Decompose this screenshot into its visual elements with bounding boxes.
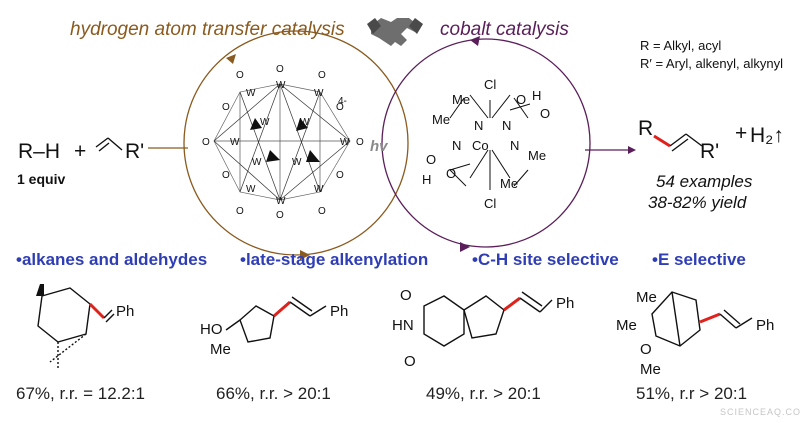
yield-range: 38-82% yield xyxy=(648,193,747,212)
feature-alkanes-aldehydes: •alkanes and aldehydes xyxy=(16,250,208,269)
hat-catalysis-title: hydrogen atom transfer catalysis xyxy=(70,19,345,40)
svg-text:O: O xyxy=(336,102,344,113)
r-prime-definition: R′ = Aryl, alkenyl, alkynyl xyxy=(640,56,783,71)
example-2-me: Me xyxy=(210,341,231,358)
svg-text:O: O xyxy=(356,137,364,148)
example-4-ph: Ph xyxy=(756,317,774,334)
example-1-ph: Ph xyxy=(116,303,134,320)
svg-text:O: O xyxy=(318,206,326,217)
cobalt-cycle-arrow-bottom xyxy=(460,242,470,252)
example-3-o-bottom: O xyxy=(404,353,416,370)
substrate-rh: R–H xyxy=(18,140,61,163)
svg-text:Me: Me xyxy=(500,176,518,191)
svg-text:W: W xyxy=(340,137,350,148)
example-4-me-bottom: Me xyxy=(640,361,661,378)
r-definition: R = Alkyl, acyl xyxy=(640,38,722,53)
svg-text:O: O xyxy=(336,170,344,181)
feature-site-selective: •C-H site selective xyxy=(472,250,619,269)
alkene-r-prime: R' xyxy=(125,140,145,163)
svg-text:W: W xyxy=(314,88,324,99)
svg-text:N: N xyxy=(502,118,511,133)
svg-text:W: W xyxy=(246,184,256,195)
handshake-icon xyxy=(367,18,423,46)
svg-text:W: W xyxy=(230,137,240,148)
svg-text:O: O xyxy=(202,137,210,148)
svg-text:O: O xyxy=(222,170,230,181)
svg-text:O: O xyxy=(426,152,436,167)
watermark: SCIENCEAQ.COM xyxy=(720,407,800,417)
example-4-me-top: Me xyxy=(636,289,657,306)
example-4-me-mid: Me xyxy=(616,317,637,334)
svg-text:O: O xyxy=(276,210,284,221)
example-2-label: 66%, r.r. > 20:1 xyxy=(216,384,331,403)
example-4-o: O xyxy=(640,341,652,358)
svg-text:W: W xyxy=(276,196,286,207)
oxygen-labels: O O O O O O O O O O O O xyxy=(202,64,364,221)
cobaloxime-structure xyxy=(449,94,531,190)
svg-text:W: W xyxy=(314,184,324,195)
example-3-ph: Ph xyxy=(556,295,574,312)
example-2-ph: Ph xyxy=(330,303,348,320)
svg-text:Cl: Cl xyxy=(484,196,496,211)
cobalt-cycle-arrow-top xyxy=(470,36,480,46)
cobalt-cycle xyxy=(381,38,591,248)
product-alkene xyxy=(653,133,703,152)
example-3-structure xyxy=(423,291,553,347)
examples-count: 54 examples xyxy=(656,172,753,191)
tungsten-labels: W W W W W W W W W W W W xyxy=(230,80,350,207)
svg-text:W: W xyxy=(300,117,310,128)
example-3-label: 49%, r.r. > 20:1 xyxy=(426,384,541,403)
cluster-charge: 4- xyxy=(338,96,347,107)
example-3-hn: HN xyxy=(392,317,414,334)
svg-text:W: W xyxy=(246,88,256,99)
svg-text:O: O xyxy=(236,206,244,217)
svg-text:O: O xyxy=(318,70,326,81)
cobaloxime-labels: Cl Me Me N N O H O Co N N O H O Me Me Cl xyxy=(422,77,550,211)
svg-text:O: O xyxy=(446,166,456,181)
svg-text:W: W xyxy=(260,117,270,128)
cobalt-catalysis-title: cobalt catalysis xyxy=(440,19,569,40)
svg-text:Co: Co xyxy=(472,138,489,153)
svg-text:O: O xyxy=(540,106,550,121)
svg-text:O: O xyxy=(222,102,230,113)
feature-e-selective: •E selective xyxy=(652,250,746,269)
hat-cycle xyxy=(183,30,409,256)
svg-text:Me: Me xyxy=(452,92,470,107)
svg-text:Me: Me xyxy=(528,148,546,163)
svg-text:N: N xyxy=(452,138,461,153)
svg-text:H: H xyxy=(532,88,541,103)
alkene-reagent xyxy=(95,137,123,152)
plus-sign: + xyxy=(74,140,87,163)
product-plus-sign: + xyxy=(735,122,748,145)
hat-cycle-arrow-bottom xyxy=(300,250,310,260)
example-1-label: 67%, r.r. = 12.2:1 xyxy=(16,384,146,403)
example-3-o-top: O xyxy=(400,287,412,304)
svg-text:O: O xyxy=(276,64,284,75)
light-label: hv xyxy=(370,138,388,155)
svg-text:W: W xyxy=(252,157,262,168)
example-4-structure xyxy=(651,291,753,347)
svg-text:H: H xyxy=(422,172,431,187)
product-r: R xyxy=(638,117,654,140)
feature-late-stage: •late-stage alkenylation xyxy=(240,250,429,269)
svg-text:O: O xyxy=(516,92,526,107)
product-r-prime: R' xyxy=(700,140,720,163)
hydrogen-gas: H₂↑ xyxy=(750,124,784,147)
svg-text:Cl: Cl xyxy=(484,77,496,92)
svg-text:N: N xyxy=(510,138,519,153)
svg-text:O: O xyxy=(236,70,244,81)
svg-text:W: W xyxy=(276,80,286,91)
example-2-ho: HO xyxy=(200,321,223,338)
svg-text:Me: Me xyxy=(432,112,450,127)
example-1-structure xyxy=(36,284,115,370)
hat-cycle-arrow-top xyxy=(226,54,236,64)
svg-text:N: N xyxy=(474,118,483,133)
example-2-structure xyxy=(225,296,327,343)
svg-text:W: W xyxy=(292,157,302,168)
equiv-label: 1 equiv xyxy=(17,171,66,187)
polyoxotungstate-cluster xyxy=(213,83,351,201)
example-4-label: 51%, r.r > 20:1 xyxy=(636,384,748,403)
